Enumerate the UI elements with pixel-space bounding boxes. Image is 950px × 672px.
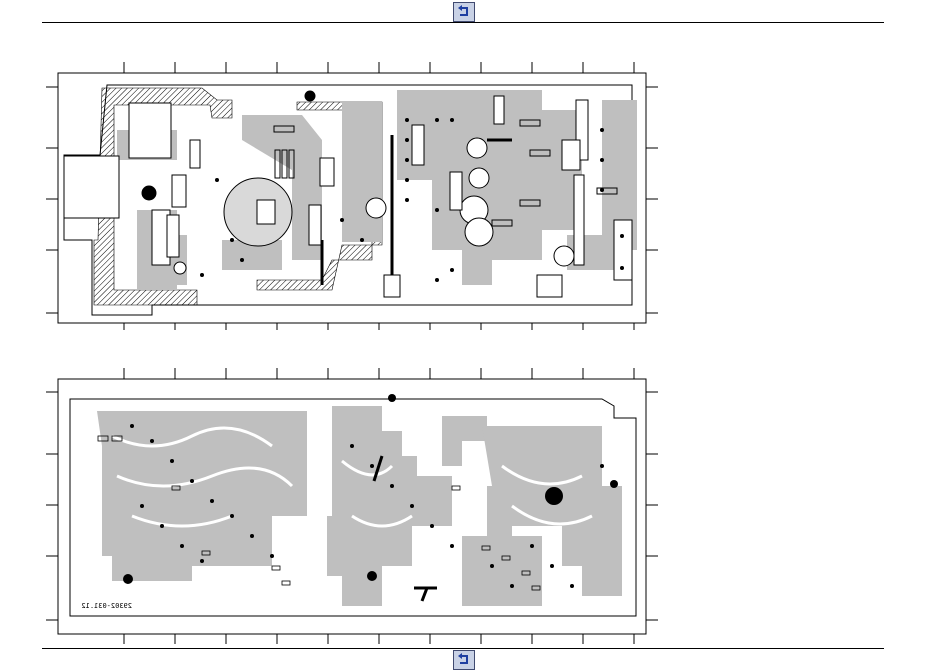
- back-button-bottom[interactable]: [453, 650, 475, 670]
- header-rule: [42, 22, 884, 23]
- copper-bottom: [97, 406, 622, 606]
- back-arrow-icon: [457, 5, 471, 19]
- pcb-solder-side: 29302-031.12: [42, 366, 662, 644]
- back-button-top[interactable]: [453, 2, 475, 22]
- pcb-component-side: [42, 60, 662, 330]
- footer-rule: [42, 648, 884, 649]
- pcb-component-side-drawing: [42, 60, 662, 330]
- board-code-label: 29302-031.12: [81, 602, 132, 610]
- back-arrow-icon: [457, 653, 471, 667]
- pcb-solder-side-drawing: 29302-031.12: [42, 366, 662, 644]
